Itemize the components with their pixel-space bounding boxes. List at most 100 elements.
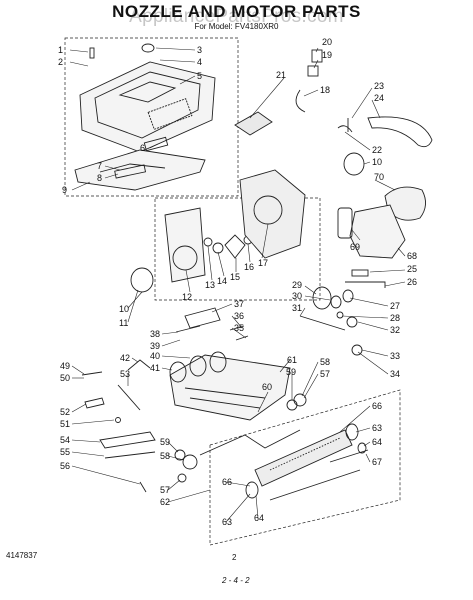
callout-8: 8 — [97, 173, 102, 183]
callout-19: 19 — [322, 50, 332, 60]
part-66-bristles — [269, 437, 341, 471]
callout-12: 12 — [182, 292, 192, 302]
part-17-motor — [239, 169, 306, 259]
part-51-screw — [115, 417, 121, 423]
callout-59-upper: 59 — [286, 367, 296, 377]
callout-58-upper: 58 — [320, 357, 330, 367]
part-60-axle — [199, 429, 301, 456]
callout-23: 23 — [374, 81, 384, 91]
hood-cover-shape — [79, 61, 216, 153]
pulley-assembly — [299, 286, 363, 356]
part-59-wheel-lower — [174, 449, 186, 461]
part-41-ring-c — [209, 351, 227, 373]
callout-60: 60 — [262, 382, 272, 392]
part-20-clip — [311, 49, 323, 63]
part-35-pin — [235, 335, 249, 341]
hood-dashed-box — [64, 37, 239, 197]
nozzle-hood-assembly — [64, 37, 239, 197]
part-54-plate — [99, 431, 156, 449]
footer-part-number: 4147837 — [6, 551, 38, 560]
hood-handle-slot — [118, 81, 177, 103]
leader-lines — [69, 47, 406, 523]
callout-66-right: 66 — [372, 401, 382, 411]
part-28-nut — [336, 311, 344, 319]
callout-20: 20 — [322, 37, 332, 47]
callout-40: 40 — [150, 351, 160, 361]
callout-55: 55 — [60, 447, 70, 457]
part-18-wire — [295, 89, 306, 113]
callout-49: 49 — [60, 361, 70, 371]
callout-15: 15 — [230, 272, 240, 282]
part-10-seal-lower — [130, 267, 154, 293]
hood-knob-3 — [141, 43, 155, 53]
callout-18: 18 — [320, 85, 330, 95]
callout-11: 11 — [119, 318, 128, 328]
part-29-pulley — [312, 286, 332, 310]
base-plate-assembly — [81, 307, 307, 493]
callout-57-upper: 57 — [320, 369, 330, 379]
callout-34: 34 — [390, 369, 400, 379]
callout-33: 33 — [390, 351, 400, 361]
hood-part-6-clip — [143, 136, 169, 152]
callout-51: 51 — [60, 419, 70, 429]
part-41-ring-a — [169, 361, 187, 383]
callout-68: 68 — [407, 251, 417, 261]
callout-9: 9 — [62, 185, 67, 195]
callout-61: 61 — [287, 355, 297, 365]
part-68-housing — [349, 204, 406, 259]
callout-2: 2 — [58, 57, 63, 67]
callout-4: 4 — [197, 57, 202, 67]
part-59-wheel-upper — [286, 399, 298, 411]
part-30-washer — [330, 295, 342, 309]
callout-63-right: 63 — [372, 423, 382, 433]
callout-70: 70 — [374, 172, 384, 182]
callout-22: 22 — [372, 145, 382, 155]
callout-14: 14 — [217, 276, 227, 286]
callout-32: 32 — [390, 325, 400, 335]
callout-52: 52 — [60, 407, 70, 417]
part-41-ring-b — [189, 355, 207, 377]
part-63-end-cap-right — [345, 423, 359, 441]
callout-10-upper: 10 — [372, 157, 382, 167]
part-36-spring — [229, 325, 245, 331]
callout-29: 29 — [292, 280, 302, 290]
part-63-end-cap-left — [245, 481, 259, 499]
callout-10-lower: 10 — [119, 304, 129, 314]
callout-54: 54 — [60, 435, 70, 445]
hood-screw-1 — [89, 47, 95, 59]
part-49-clip — [81, 371, 103, 376]
part-38-clip — [175, 325, 201, 333]
callout-30: 30 — [292, 291, 302, 301]
part-26-lever — [345, 281, 386, 288]
callout-64-left: 64 — [254, 513, 264, 523]
part-37-cover — [184, 307, 221, 329]
callout-64-right: 64 — [372, 437, 382, 447]
part-58-wheel-upper — [293, 393, 307, 407]
callout-69: 69 — [350, 242, 360, 252]
motor-assembly — [130, 169, 321, 301]
callout-66-left: 66 — [222, 477, 232, 487]
callout-39: 39 — [150, 341, 160, 351]
base-plate — [169, 354, 291, 421]
part-10-seal-upper — [343, 152, 365, 176]
callout-41: 41 — [150, 363, 160, 373]
callout-42: 42 — [120, 353, 130, 363]
part-21-filter — [234, 111, 273, 136]
callout-6: 6 — [140, 143, 145, 153]
part-27-ring — [342, 289, 354, 303]
footer-section-code: 2 - 4 - 2 — [222, 576, 250, 585]
diagram-subtitle: For Model: FV4180XR0 — [194, 22, 279, 31]
part-52-block — [84, 397, 105, 409]
part-62-beater-bar — [269, 469, 361, 501]
hood-grill — [147, 98, 193, 130]
callout-1: 1 — [58, 45, 63, 55]
callout-16: 16 — [244, 262, 254, 272]
callout-50: 50 — [60, 373, 70, 383]
callout-35: 35 — [234, 323, 244, 333]
part-53-lever — [117, 384, 141, 411]
hood-lower-detail — [99, 163, 166, 173]
hood-lower-lip — [74, 149, 206, 191]
callout-26: 26 — [407, 277, 417, 287]
part-64-bearing-right — [357, 442, 367, 454]
callout-53: 53 — [120, 369, 130, 379]
